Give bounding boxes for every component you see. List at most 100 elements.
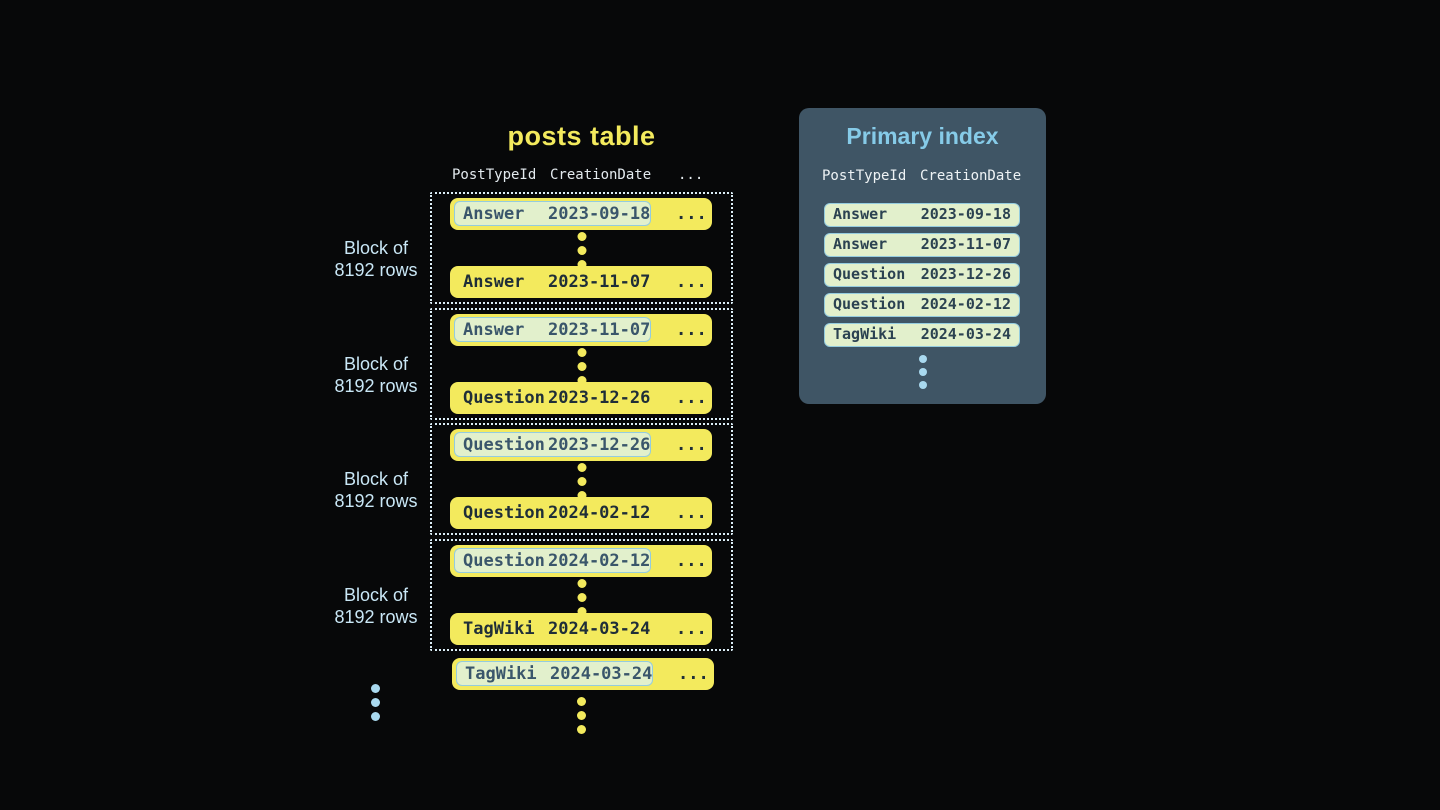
row-block-2: Answer 2023-11-07 ... Question 2023-12-2… xyxy=(430,308,733,420)
vertical-ellipsis-dots xyxy=(577,463,586,500)
ellipsis-dot xyxy=(577,711,586,720)
ellipsis-dot xyxy=(577,477,586,486)
block-label-line2: 8192 rows xyxy=(334,260,418,280)
block-label-1: Block of 8192 rows xyxy=(310,237,442,281)
column-header-more: ... xyxy=(678,167,704,183)
row-more-cell: ... xyxy=(676,320,707,340)
table-row-overflow: TagWiki 2024-03-24 ... xyxy=(452,658,714,690)
index-entry: Question 2023-12-26 xyxy=(824,263,1020,287)
indexed-entry-highlight xyxy=(454,548,651,573)
row-more-cell: ... xyxy=(676,551,707,571)
index-type-cell: Answer xyxy=(833,205,888,223)
row-type-cell: TagWiki xyxy=(465,664,537,684)
row-type-cell: Question xyxy=(463,388,545,408)
ellipsis-dot xyxy=(577,260,586,269)
table-row-block4-last: TagWiki 2024-03-24 ... xyxy=(450,613,712,645)
indexed-entry-highlight xyxy=(454,432,651,457)
vertical-ellipsis-dots xyxy=(577,697,586,734)
column-header-creationdate: CreationDate xyxy=(920,168,1022,184)
row-type-cell: Answer xyxy=(463,272,525,292)
vertical-ellipsis-dots xyxy=(918,355,927,389)
index-date-cell: 2023-12-26 xyxy=(920,265,1011,283)
row-date-cell: 2023-12-26 xyxy=(548,388,651,408)
index-entry: TagWiki 2024-03-24 xyxy=(824,323,1020,347)
index-entry: Question 2024-02-12 xyxy=(824,293,1020,317)
ellipsis-dot xyxy=(577,348,586,357)
table-row-block2-first: Answer 2023-11-07 ... xyxy=(450,314,712,346)
ellipsis-dot xyxy=(371,712,380,721)
row-date-cell: 2024-02-12 xyxy=(548,551,651,571)
index-type-cell: Answer xyxy=(833,235,888,253)
table-row-block3-first: Question 2023-12-26 ... xyxy=(450,429,712,461)
vertical-ellipsis-dots xyxy=(577,579,586,616)
index-entry: Answer 2023-09-18 xyxy=(824,203,1020,227)
row-type-cell: Answer xyxy=(463,320,525,340)
block-label-line1: Block of xyxy=(343,585,409,605)
row-type-cell: Question xyxy=(463,503,545,523)
ellipsis-dot xyxy=(371,684,380,693)
block-label-line2: 8192 rows xyxy=(334,607,418,627)
block-label-line1: Block of xyxy=(343,238,409,258)
table-row-block1-first: Answer 2023-09-18 ... xyxy=(450,198,712,230)
row-date-cell: 2024-02-12 xyxy=(548,503,651,523)
row-more-cell: ... xyxy=(676,619,707,639)
row-date-cell: 2024-03-24 xyxy=(550,664,653,684)
primary-index-panel: Primary index PostTypeId CreationDate An… xyxy=(799,108,1046,404)
indexed-entry-highlight xyxy=(454,317,651,342)
indexed-entry-highlight xyxy=(454,201,651,226)
row-type-cell: Question xyxy=(463,551,545,571)
row-more-cell: ... xyxy=(676,204,707,224)
index-date-cell: 2024-02-12 xyxy=(920,295,1011,313)
row-more-cell: ... xyxy=(678,664,709,684)
ellipsis-dot xyxy=(577,697,586,706)
index-type-cell: TagWiki xyxy=(833,325,897,343)
index-date-cell: 2023-09-18 xyxy=(920,205,1011,223)
row-date-cell: 2024-03-24 xyxy=(548,619,651,639)
primary-index-title: Primary index xyxy=(846,123,999,149)
block-label-line2: 8192 rows xyxy=(334,376,418,396)
block-label-line1: Block of xyxy=(343,354,409,374)
block-label-2: Block of 8192 rows xyxy=(310,353,442,397)
index-date-cell: 2023-11-07 xyxy=(920,235,1011,253)
ellipsis-dot xyxy=(577,232,586,241)
block-label-3: Block of 8192 rows xyxy=(310,468,442,512)
row-date-cell: 2023-09-18 xyxy=(548,204,651,224)
row-more-cell: ... xyxy=(676,272,707,292)
ellipsis-dot xyxy=(918,355,927,363)
vertical-ellipsis-dots xyxy=(577,232,586,269)
column-header-creationdate: CreationDate xyxy=(550,167,652,183)
table-row-block3-last: Question 2024-02-12 ... xyxy=(450,497,712,529)
ellipsis-dot xyxy=(577,725,586,734)
index-type-cell: Question xyxy=(833,295,906,313)
ellipsis-dot xyxy=(577,593,586,602)
vertical-ellipsis-dots xyxy=(371,684,380,721)
row-more-cell: ... xyxy=(676,503,707,523)
ellipsis-dot xyxy=(918,381,927,389)
ellipsis-dot xyxy=(918,368,927,376)
ellipsis-dot xyxy=(577,463,586,472)
column-header-posttypeid: PostTypeId xyxy=(822,168,907,184)
ellipsis-dot xyxy=(577,579,586,588)
row-block-1: Answer 2023-09-18 ... Answer 2023-11-07 … xyxy=(430,192,733,304)
indexed-entry-highlight xyxy=(456,661,653,686)
ellipsis-dot xyxy=(577,246,586,255)
row-more-cell: ... xyxy=(676,388,707,408)
ellipsis-dot xyxy=(577,491,586,500)
row-type-cell: Question xyxy=(463,435,545,455)
table-row-block4-first: Question 2024-02-12 ... xyxy=(450,545,712,577)
row-block-3: Question 2023-12-26 ... Question 2024-02… xyxy=(430,423,733,535)
row-date-cell: 2023-11-07 xyxy=(548,320,651,340)
row-block-4: Question 2024-02-12 ... TagWiki 2024-03-… xyxy=(430,539,733,651)
table-row-block1-last: Answer 2023-11-07 ... xyxy=(450,266,712,298)
row-type-cell: TagWiki xyxy=(463,619,535,639)
block-label-4: Block of 8192 rows xyxy=(310,584,442,628)
index-date-cell: 2024-03-24 xyxy=(920,325,1011,343)
row-date-cell: 2023-11-07 xyxy=(548,272,651,292)
row-more-cell: ... xyxy=(676,435,707,455)
block-label-line2: 8192 rows xyxy=(334,491,418,511)
ellipsis-dot xyxy=(371,698,380,707)
index-type-cell: Question xyxy=(833,265,906,283)
ellipsis-dot xyxy=(577,607,586,616)
block-label-line1: Block of xyxy=(343,469,409,489)
